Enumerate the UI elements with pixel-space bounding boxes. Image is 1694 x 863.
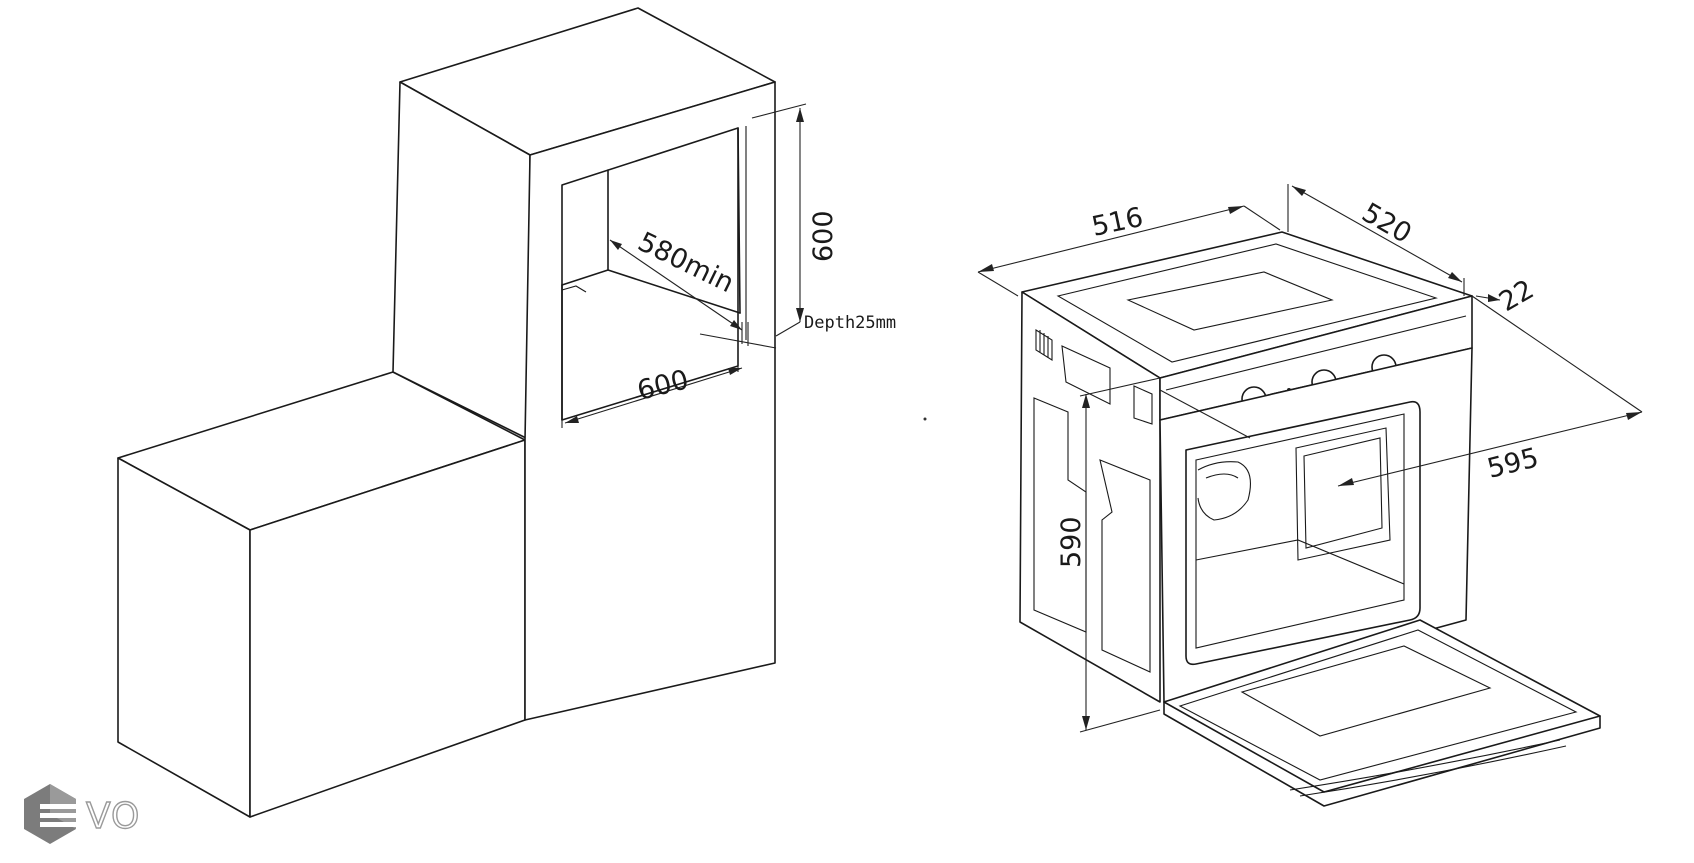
top-width-arrow-left bbox=[978, 264, 994, 272]
width-arrow-left bbox=[565, 416, 579, 423]
oven-top-inner bbox=[1056, 243, 1438, 363]
side-cutout-upper bbox=[1061, 345, 1111, 405]
oven-top-recess bbox=[1126, 271, 1334, 331]
oven-door-handle bbox=[1289, 739, 1561, 791]
top-width-arrow-right bbox=[1228, 206, 1244, 214]
width-dimension-line bbox=[564, 367, 743, 424]
front-width-ext-left bbox=[1159, 389, 1251, 439]
oven-drawing: 516 520 22 595 590 bbox=[977, 184, 1643, 807]
niche-floor-detail bbox=[561, 285, 587, 293]
oven-side-face bbox=[1019, 291, 1161, 703]
depth-arrow-start bbox=[610, 240, 622, 250]
logo-e-bar-middle bbox=[40, 813, 80, 818]
oven-back-panel-inner bbox=[1303, 437, 1383, 549]
front-width-dimension-line bbox=[1337, 411, 1643, 487]
depth-dimension-line bbox=[609, 239, 743, 331]
oven-cavity bbox=[1185, 400, 1421, 666]
niche-inner-right-edge bbox=[737, 127, 741, 314]
front-height-ext-bottom bbox=[1079, 709, 1161, 733]
top-width-label: 516 bbox=[1089, 202, 1146, 243]
front-height-arrow-top bbox=[1082, 394, 1090, 408]
clearance-label: Depth25mm bbox=[804, 313, 896, 333]
height-label: 600 bbox=[808, 210, 839, 262]
cabinet-drawing: 580min 600 Depth25mm 600 bbox=[117, 7, 896, 818]
vent-grille bbox=[1035, 329, 1053, 361]
evo-logo: VO bbox=[24, 784, 140, 844]
front-width-arrow-right bbox=[1626, 412, 1642, 420]
top-depth-arrow-start bbox=[1292, 186, 1306, 196]
front-height-ext-top bbox=[1079, 377, 1161, 397]
oven-back-panel bbox=[1295, 427, 1391, 561]
grill-element-inner bbox=[1205, 473, 1239, 479]
panel-label: 22 bbox=[1494, 274, 1539, 318]
oven-door-handle-edge bbox=[1299, 745, 1567, 797]
front-width-arrow-left bbox=[1338, 478, 1354, 486]
stray-mark bbox=[923, 417, 927, 421]
height-arrow-bottom bbox=[796, 308, 804, 322]
front-height-label: 590 bbox=[1056, 516, 1087, 568]
logo-text: VO bbox=[86, 796, 140, 837]
oven-floor-line bbox=[1195, 539, 1405, 585]
front-width-ext bbox=[1471, 295, 1643, 413]
oven-door-inner bbox=[1178, 629, 1578, 781]
top-width-ext-right bbox=[1243, 205, 1281, 231]
oven-cavity-inner bbox=[1195, 413, 1405, 649]
side-vent-right bbox=[1133, 385, 1153, 425]
clearance-leader bbox=[775, 321, 801, 337]
top-width-dimension-line bbox=[977, 205, 1245, 273]
control-panel-edge bbox=[1165, 315, 1467, 391]
panel-arrow bbox=[1488, 294, 1500, 302]
top-depth-label: 520 bbox=[1357, 197, 1417, 250]
height-arrow-top bbox=[796, 108, 804, 122]
depth-arrow-end bbox=[730, 320, 742, 330]
grill-element bbox=[1197, 461, 1251, 521]
height-ext-top bbox=[751, 103, 807, 119]
logo-e-bar-bottom bbox=[40, 822, 84, 827]
front-height-arrow-bottom bbox=[1082, 716, 1090, 730]
top-depth-dimension-line bbox=[1291, 185, 1463, 283]
side-cutout-rear bbox=[1099, 459, 1151, 673]
oven-door-glass bbox=[1240, 645, 1492, 737]
top-width-ext-left bbox=[977, 271, 1019, 297]
top-depth-arrow-end bbox=[1448, 272, 1462, 282]
width-arrow-right bbox=[728, 368, 742, 375]
clearance-dimension-line bbox=[699, 333, 777, 349]
logo-e-bar-top bbox=[40, 804, 84, 809]
oven-door-thickness bbox=[1163, 701, 1601, 807]
